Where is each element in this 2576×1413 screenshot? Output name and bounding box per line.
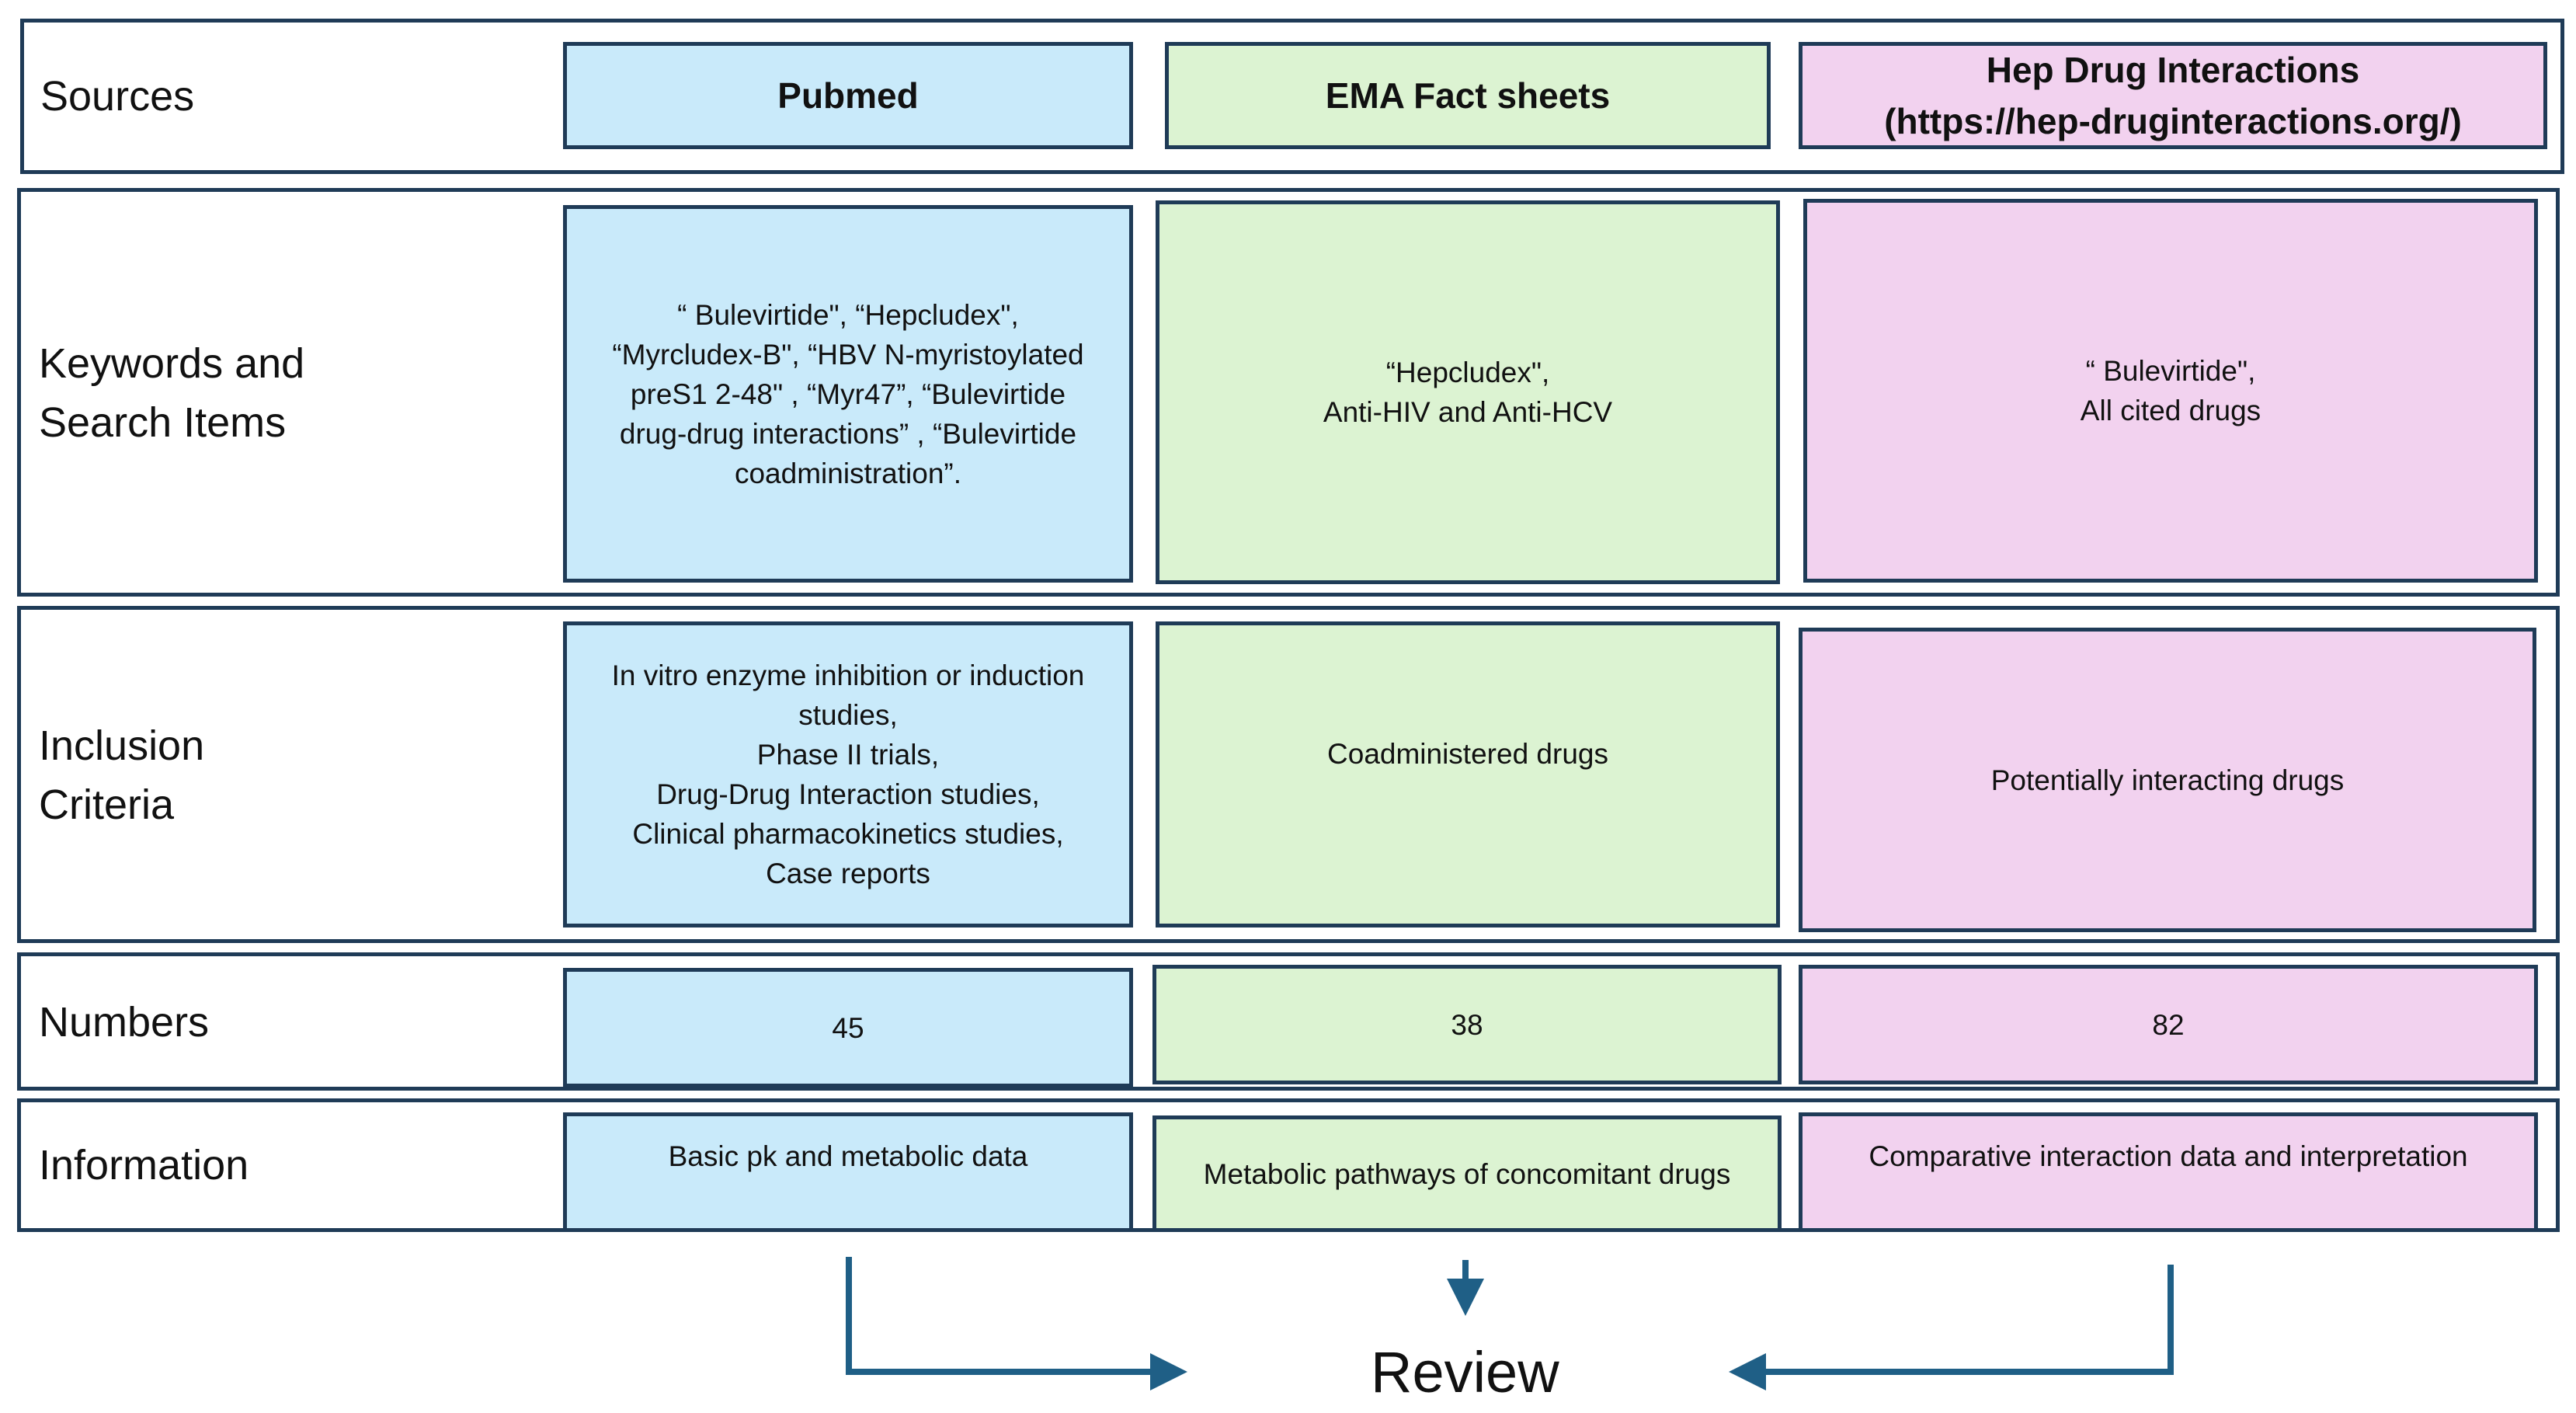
numbers-pubmed: 45 — [563, 968, 1133, 1088]
information-pubmed: Basic pk and metabolic data — [563, 1112, 1133, 1232]
inclusion-ema: Coadministered drugs — [1156, 621, 1780, 927]
inclusion-hep: Potentially interacting drugs — [1799, 628, 2536, 932]
keywords-pubmed: “ Bulevirtide", “Hepcludex", “Myrcludex-… — [563, 205, 1133, 583]
numbers-label: Numbers — [39, 999, 210, 1046]
keywords-ema: “Hepcludex", Anti-HIV and Anti-HCV — [1156, 200, 1780, 584]
pubmed-arrow — [846, 1257, 1187, 1390]
information-hep: Comparative interaction data and interpr… — [1799, 1112, 2538, 1232]
hep-arrow — [1729, 1265, 2174, 1390]
review-label: Review — [1371, 1340, 1559, 1404]
keywords-hep: “ Bulevirtide", All cited drugs — [1803, 199, 2538, 583]
sources-label: Sources — [40, 73, 195, 120]
source-pubmed: Pubmed — [563, 42, 1133, 149]
numbers-hep: 82 — [1799, 965, 2538, 1084]
inclusion-label: Inclusion Criteria — [39, 722, 205, 828]
keywords-label: Keywords and Search Items — [39, 340, 305, 446]
numbers-ema: 38 — [1152, 965, 1782, 1084]
information-label: Information — [39, 1142, 249, 1189]
source-hep: Hep Drug Interactions (https://hep-drugi… — [1799, 42, 2547, 149]
source-ema: EMA Fact sheets — [1165, 42, 1771, 149]
information-ema: Metabolic pathways of concomitant drugs — [1152, 1115, 1782, 1232]
inclusion-pubmed: In vitro enzyme inhibition or induction … — [563, 621, 1133, 927]
